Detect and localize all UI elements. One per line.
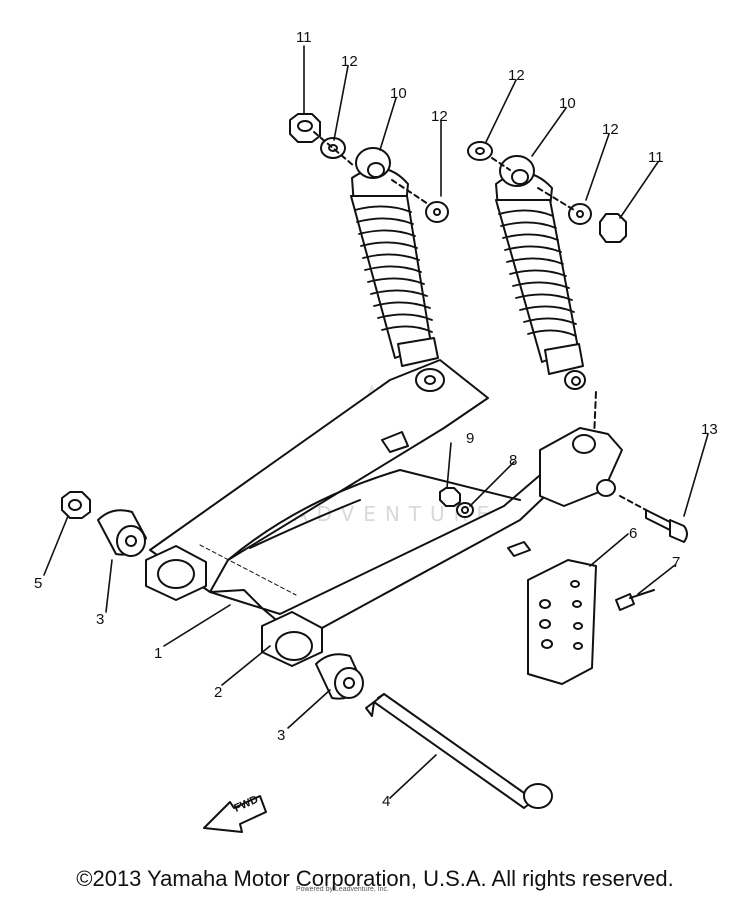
bracket-bolt: [615, 589, 655, 611]
pivot-shaft: [365, 693, 553, 809]
pivot-nut: [61, 491, 91, 519]
part-label-7: 7: [672, 554, 680, 571]
part-label-13: 13: [701, 421, 718, 438]
part-label-3-lower: 3: [277, 727, 285, 744]
part-label-4: 4: [382, 793, 390, 810]
pivot-bushings: [145, 545, 323, 667]
powered-by-fineprint: Powered by Leadventure, Inc.: [296, 886, 390, 893]
leader-lines: [43, 45, 709, 799]
part-label-12-b: 12: [431, 108, 448, 125]
shock-mount-bolt: [619, 495, 688, 543]
top-hardware: [289, 113, 627, 243]
part-label-9: 9: [466, 430, 474, 447]
copyright-notice: ©2013 Yamaha Motor Corporation, U.S.A. A…: [76, 866, 674, 891]
part-label-5: 5: [34, 575, 42, 592]
part-label-8: 8: [509, 452, 517, 469]
left-shock-absorber: [350, 147, 439, 367]
part-label-2: 2: [214, 684, 222, 701]
part-label-10-right: 10: [559, 95, 576, 112]
chain-guard-bracket: [527, 559, 597, 685]
part-label-6: 6: [629, 525, 637, 542]
part-label-12-d: 12: [602, 121, 619, 138]
part-label-11-left: 11: [296, 29, 312, 46]
part-label-1: 1: [154, 645, 162, 662]
part-label-12-a: 12: [341, 53, 358, 70]
fwd-arrow: FWD: [203, 794, 267, 833]
collar-right: [315, 653, 364, 700]
right-shock-absorber: [495, 155, 597, 439]
swing-arm: [149, 359, 623, 641]
part-label-10-left: 10: [390, 85, 407, 102]
washer-and-nut: [439, 487, 474, 518]
collar-left: [97, 509, 147, 557]
part-label-3-upper: 3: [96, 611, 104, 628]
part-label-11-right: 11: [648, 149, 664, 166]
part-label-12-c: 12: [508, 67, 525, 84]
